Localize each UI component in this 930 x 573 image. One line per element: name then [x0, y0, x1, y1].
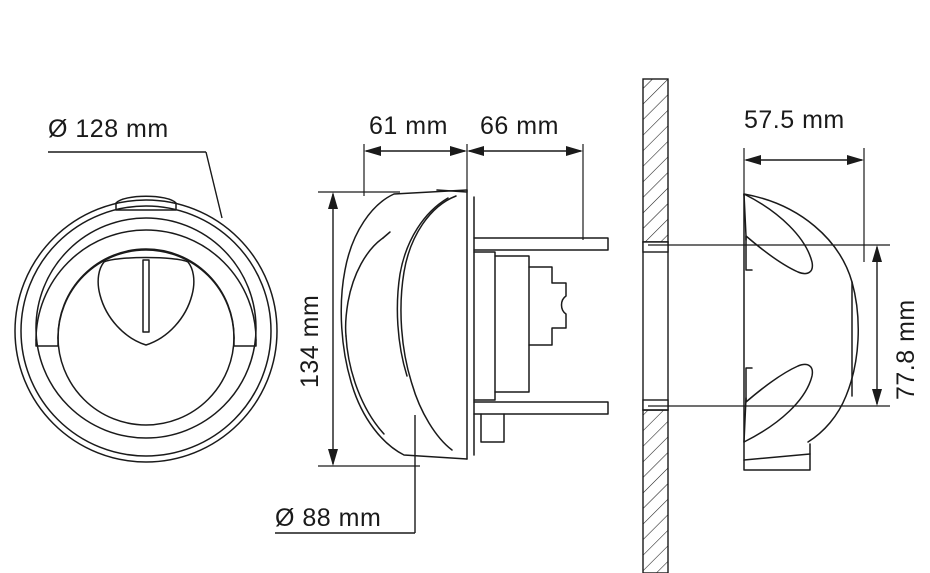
dim-front-diameter-leader-slant	[205, 151, 223, 219]
dim-side-front-depth-label: 61 mm	[369, 112, 448, 140]
front-visor-arc-inner	[57, 249, 235, 339]
section-dome-outer-profile	[743, 193, 859, 443]
dim-575-arrow-left	[744, 155, 761, 165]
front-center-fin-slot	[142, 259, 150, 333]
side-upper-flange	[473, 237, 609, 251]
front-outer-bezel-circle	[14, 199, 278, 463]
side-cable-entry-stub	[480, 413, 505, 443]
front-center-fin-outline	[97, 256, 195, 346]
dim-778-arrow-top	[872, 245, 882, 262]
dim-134-arrow-bottom	[328, 449, 338, 466]
dim-section-height-group: 77.8 mm	[872, 245, 920, 406]
dim-61-arrow-left	[364, 146, 381, 156]
dim-61-arrow-right	[450, 146, 467, 156]
panel-lower-hatched-segment	[642, 409, 669, 573]
dim-side-rear-depth-group: 66 mm	[467, 112, 584, 240]
dim-section-height-label: 77.8 mm	[892, 299, 920, 400]
section-lower-skirt-fold	[743, 453, 811, 461]
dim-side-bore-diameter-group: Ø 88 mm	[275, 415, 416, 534]
panel-cutout-upper-lip	[642, 241, 669, 253]
dim-side-height-label: 134 mm	[296, 295, 324, 388]
dim-66-arrow-right	[566, 146, 583, 156]
dim-side-rear-depth-label: 66 mm	[480, 112, 559, 140]
side-top-sliver	[436, 189, 468, 193]
side-dome-outer-profile	[340, 189, 468, 460]
side-lower-flange	[473, 401, 609, 415]
panel-cutout-lower-lip	[642, 399, 669, 411]
dim-side-height-group: 134 mm	[296, 191, 420, 467]
panel-upper-hatch-rect	[642, 78, 669, 243]
front-visor-right-end	[233, 337, 257, 347]
dim-134-arrow-top	[328, 192, 338, 209]
dim-778-arrow-bottom	[872, 389, 882, 406]
section-view-group: 57.5 mm 77.8 mm	[642, 78, 920, 573]
panel-cutout-rect	[642, 241, 669, 411]
section-lower-vane-end	[745, 367, 753, 403]
dim-575-arrow-right	[847, 155, 864, 165]
side-visor-upper-tip	[382, 231, 391, 239]
dim-front-outer-diameter-label: Ø 128 mm	[48, 115, 169, 143]
section-lower-vane	[743, 363, 814, 443]
front-outer-bezel-inner-circle	[20, 205, 272, 457]
side-visor-upper-edge	[344, 237, 384, 337]
side-reflector-lower-curve	[345, 335, 385, 435]
panel-lower-hatch-rect	[642, 409, 669, 573]
dim-side-front-depth-group: 61 mm	[363, 112, 468, 196]
section-lower-skirt	[743, 441, 811, 471]
section-upper-vane-end	[745, 235, 753, 271]
dim-section-depth-label: 57.5 mm	[744, 106, 845, 134]
dim-66-arrow-left	[467, 146, 484, 156]
front-view-group: Ø 128 mm	[14, 115, 278, 463]
panel-upper-hatched-segment	[642, 78, 669, 243]
dim-side-bore-diameter-label: Ø 88 mm	[275, 504, 381, 532]
panel-cutout-gap	[642, 241, 669, 411]
front-visor-arc-outer	[35, 229, 257, 341]
side-lens-edge-curve	[396, 197, 449, 377]
side-view-group: 61 mm 66 mm 134 mm	[275, 112, 609, 534]
side-rear-housing-block	[473, 251, 567, 401]
front-visor-left-end	[35, 337, 59, 347]
dim-front-outer-diameter-group: Ø 128 mm	[48, 115, 223, 219]
side-dome-inner-profile	[400, 195, 457, 451]
front-top-tab	[115, 195, 177, 211]
dim-section-depth-group: 57.5 mm	[743, 106, 865, 262]
